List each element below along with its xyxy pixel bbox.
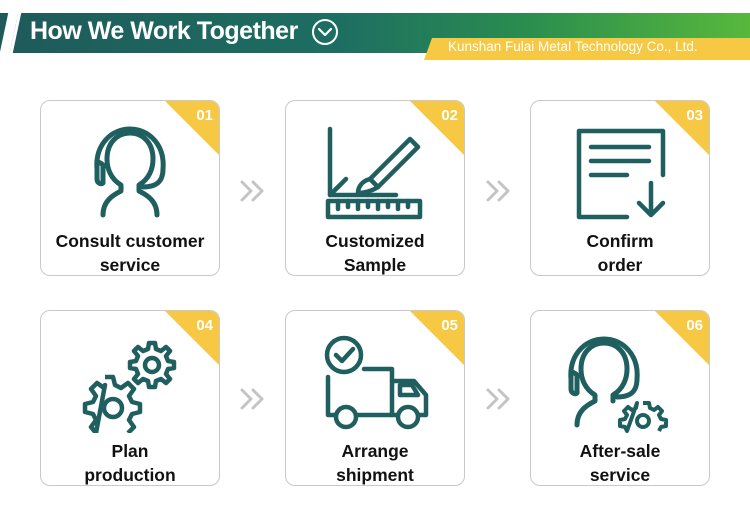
company-name: Kunshan Fulai Metal Technology Co., Ltd. xyxy=(448,39,698,54)
headset-person-icon xyxy=(94,126,166,218)
chevron-down-icon xyxy=(312,19,338,45)
step-label: Confirm order xyxy=(531,229,709,275)
step-number: 02 xyxy=(441,107,458,124)
step-label-line2: order xyxy=(597,255,643,275)
step-label-line1: Plan xyxy=(111,441,149,461)
double-chevron-right-icon xyxy=(486,388,510,410)
step-number: 01 xyxy=(196,107,213,124)
step-number: 05 xyxy=(441,317,458,334)
gears-icon xyxy=(82,340,177,433)
step-badge xyxy=(655,101,709,155)
step-label-line1: Consult customer xyxy=(55,231,205,251)
company-bar xyxy=(436,38,750,60)
step-card-sample: 02 Customized Sample xyxy=(285,100,465,276)
step-label: After-sale service xyxy=(531,439,709,485)
double-chevron-right-icon xyxy=(486,180,510,202)
step-label-line2: Sample xyxy=(343,255,407,275)
document-download-icon xyxy=(576,128,666,220)
step-card-plan: 04 Plan production xyxy=(40,310,220,486)
step-label-line2: service xyxy=(589,465,651,485)
page-title: How We Work Together xyxy=(30,17,298,45)
step-label-line1: Arrange xyxy=(341,441,409,461)
step-badge xyxy=(655,311,709,365)
step-badge xyxy=(410,101,464,155)
step-label: Plan production xyxy=(41,439,219,485)
double-chevron-right-icon xyxy=(240,180,264,202)
step-number: 06 xyxy=(686,317,703,334)
step-label-line1: After-sale xyxy=(579,441,661,461)
step-label-line2: production xyxy=(84,465,176,485)
step-number: 04 xyxy=(196,317,213,334)
step-label: Arrange shipment xyxy=(286,439,464,485)
step-label: Consult customer service xyxy=(41,229,219,275)
step-card-shipment: 05 Arrange shipment xyxy=(285,310,465,486)
step-card-consult: 01 Consult customer service xyxy=(40,100,220,276)
ruler-pen-icon xyxy=(325,126,423,220)
step-badge xyxy=(165,101,219,155)
step-label-line2: shipment xyxy=(336,465,414,485)
header-band: How We Work Together xyxy=(0,13,750,53)
step-number: 03 xyxy=(686,107,703,124)
double-chevron-right-icon xyxy=(240,388,264,410)
step-badge xyxy=(165,311,219,365)
step-label-line1: Customized xyxy=(325,231,425,251)
step-label: Customized Sample xyxy=(286,229,464,275)
step-card-confirm: 03 Confirm order xyxy=(530,100,710,276)
truck-icon xyxy=(324,335,429,430)
headset-gear-icon xyxy=(568,336,668,433)
step-card-aftersale: 06 After-sale service xyxy=(530,310,710,486)
step-badge xyxy=(410,311,464,365)
step-label-line1: Confirm xyxy=(586,231,654,251)
step-label-line2: service xyxy=(99,255,161,275)
